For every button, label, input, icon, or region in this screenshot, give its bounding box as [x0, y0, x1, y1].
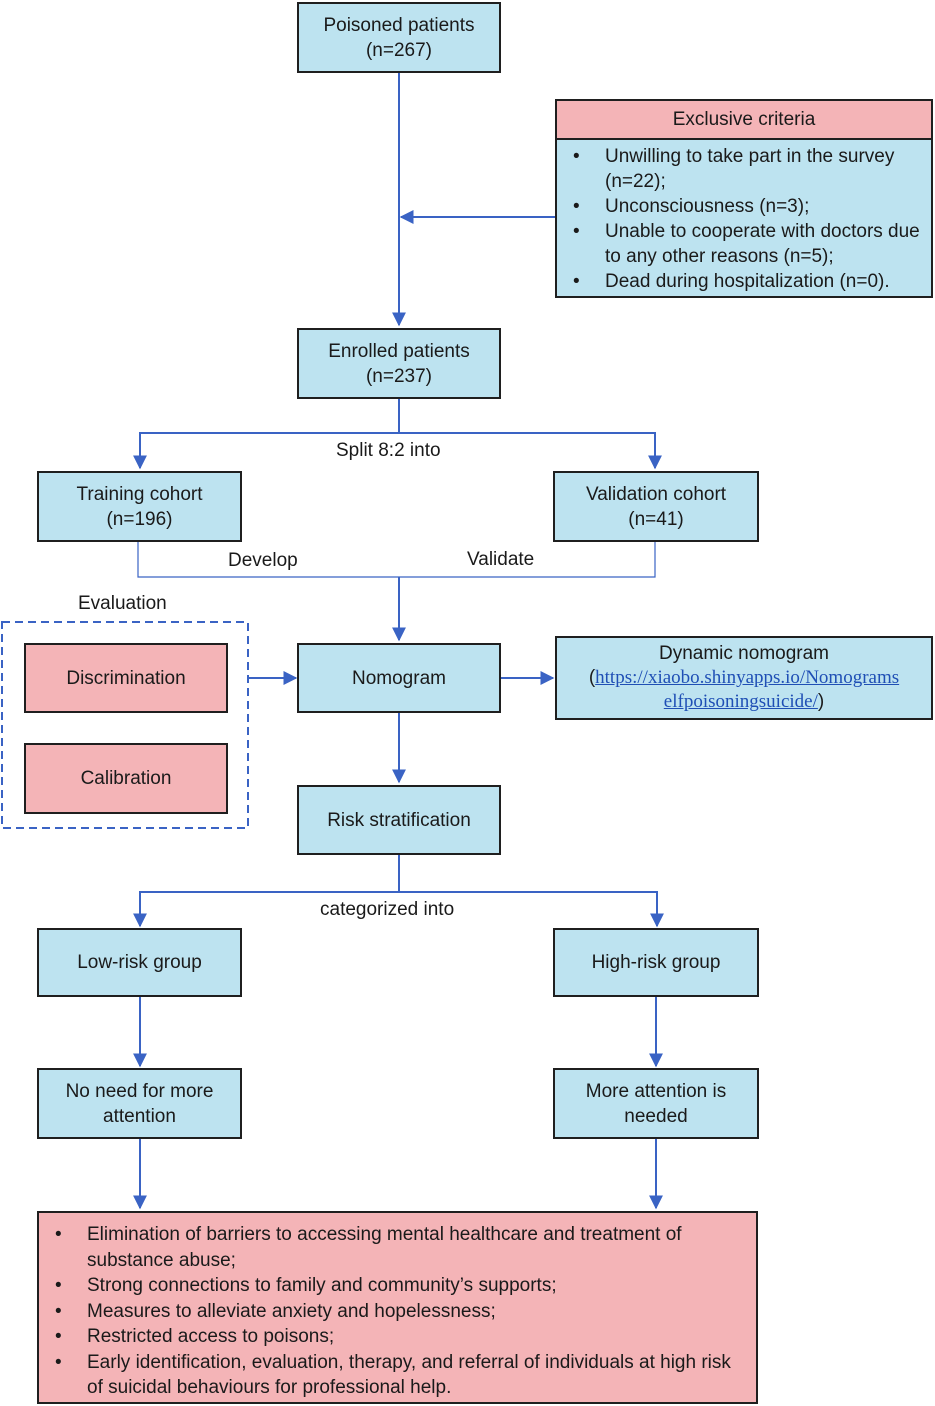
low-risk-label: Low-risk group [77, 952, 202, 973]
exclusion-item: Unconsciousness (n=3); [557, 194, 931, 219]
split-connector-right [399, 432, 662, 470]
poisoned-title: Poisoned patients [323, 14, 475, 36]
risk-label: Risk stratification [327, 809, 471, 831]
dynamic-url-line1: (https://xiaobo.shinyapps.io/Nomograms [589, 666, 899, 690]
exclusion-list: Unwilling to take part in the survey (n=… [557, 140, 931, 294]
high-risk-label: High-risk group [591, 952, 721, 973]
recommendations-box: Elimination of barriers to accessing men… [37, 1211, 758, 1404]
exclusion-item: Unwilling to take part in the survey (n=… [557, 144, 931, 194]
split-connector [133, 399, 400, 470]
no-need-box: No need for more attention [37, 1068, 242, 1139]
exclusion-item: Dead during hospitalization (n=0). [557, 269, 931, 294]
dynamic-close-paren: ) [817, 691, 825, 712]
recommendation-item: Measures to alleviate anxiety and hopele… [39, 1299, 744, 1325]
recommendation-item: Strong connections to family and communi… [39, 1273, 744, 1299]
training-count: (n=196) [106, 508, 173, 530]
poisoned-patients-box: Poisoned patients (n=267) [297, 2, 501, 73]
more-attention-box: More attention is needed [553, 1068, 759, 1139]
calibration-label: Calibration [80, 768, 172, 789]
risk-split-connector-right [399, 891, 664, 928]
exclusion-item: Unable to cooperate with doctors due to … [557, 219, 931, 269]
recommendation-item: Early identification, evaluation, therap… [39, 1350, 744, 1401]
dynamic-url-line2: elfpoisoningsuicide/) [664, 690, 824, 714]
enrolled-count: (n=237) [365, 365, 433, 387]
risk-split-connector [133, 854, 400, 928]
develop-label: Develop [228, 550, 298, 571]
validation-count: (n=41) [628, 508, 684, 530]
recommendations-list: Elimination of barriers to accessing men… [39, 1222, 744, 1401]
dynamic-nomogram-box: Dynamic nomogram (https://xiaobo.shinyap… [555, 636, 933, 720]
develop-validate-connector [137, 542, 656, 578]
enrolled-patients-box: Enrolled patients (n=237) [297, 328, 501, 399]
low-risk-box: Low-risk group [37, 928, 242, 997]
nomogram-link[interactable]: https://xiaobo.shinyapps.io/Nomograms [595, 667, 900, 688]
enrolled-title: Enrolled patients [328, 340, 470, 362]
recommendation-item: Restricted access to poisons; [39, 1324, 744, 1350]
validation-title: Validation cohort [585, 483, 727, 505]
exclusion-header: Exclusive criteria [557, 101, 931, 140]
discrimination-box: Discrimination [24, 643, 228, 713]
calibration-box: Calibration [24, 743, 228, 814]
dynamic-title: Dynamic nomogram [659, 643, 829, 664]
risk-stratification-box: Risk stratification [297, 785, 501, 855]
nomogram-box: Nomogram [297, 643, 501, 713]
no-need-label: No need for more attention [65, 1080, 214, 1127]
nomogram-link-continued[interactable]: elfpoisoningsuicide/ [663, 691, 818, 712]
discrimination-label: Discrimination [66, 667, 186, 689]
training-cohort-box: Training cohort (n=196) [37, 471, 242, 542]
validation-cohort-box: Validation cohort (n=41) [553, 471, 759, 542]
validate-label: Validate [467, 549, 535, 570]
poisoned-count: (n=267) [365, 39, 433, 61]
training-title: Training cohort [76, 483, 203, 505]
categorized-label: categorized into [318, 899, 457, 921]
dynamic-open-paren: ( [588, 667, 596, 688]
exclusion-criteria-box: Exclusive criteria Unwilling to take par… [555, 99, 933, 298]
split-label: Split 8:2 into [334, 440, 443, 462]
evaluation-title: Evaluation [78, 593, 167, 614]
nomogram-label: Nomogram [352, 667, 446, 689]
high-risk-box: High-risk group [553, 928, 759, 997]
recommendation-item: Elimination of barriers to accessing men… [39, 1222, 744, 1273]
more-attention-label: More attention is needed [585, 1080, 727, 1127]
evaluation-frame [1, 621, 249, 829]
